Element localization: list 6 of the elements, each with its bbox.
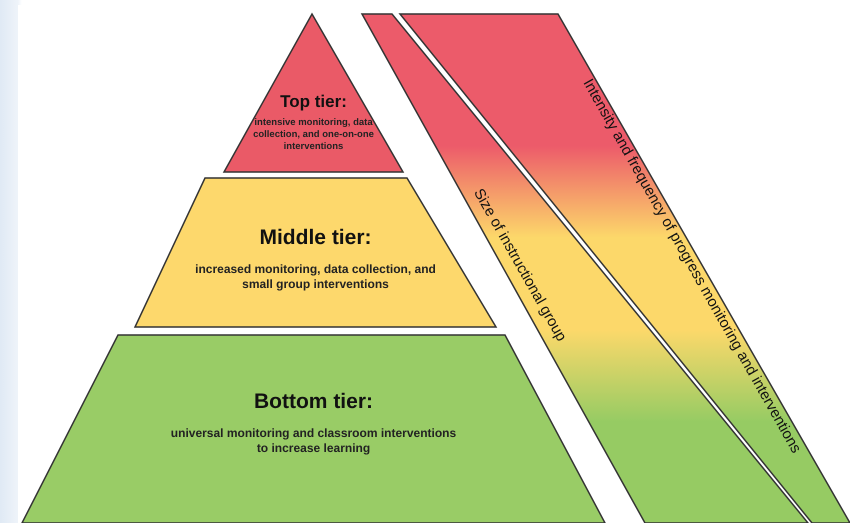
- tier-description: universal monitoring and classroom interventions to increase learning: [170, 426, 458, 456]
- tier-heading: Bottom tier:: [254, 390, 373, 414]
- tier-heading: Middle tier:: [259, 226, 372, 250]
- tier-description: intensive monitoring, data collection, and one-on-one interventions: [252, 117, 375, 153]
- tier-description: increased monitoring, data collection, and small group interventions: [194, 262, 437, 292]
- tier-heading: Top tier:: [280, 92, 347, 112]
